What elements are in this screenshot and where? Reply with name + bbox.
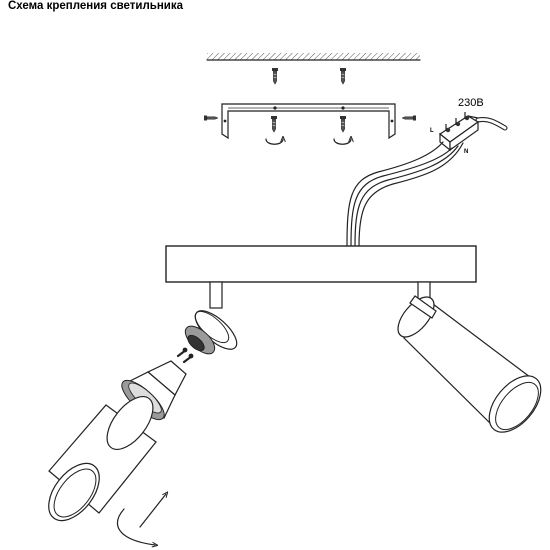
fixture-bar	[165, 245, 477, 283]
lamp-socket	[184, 310, 238, 355]
diagram-title: Схема крепления светильника	[8, 0, 183, 12]
spotlight-head	[397, 295, 542, 433]
screw-icon	[339, 115, 347, 133]
insert-arrow-icon	[139, 494, 166, 528]
screw-icon	[203, 115, 219, 121]
screw-icon	[271, 67, 279, 85]
voltage-label: 230В	[458, 97, 484, 109]
terminal-block	[438, 112, 480, 152]
screw-icon	[401, 115, 417, 121]
screw-icon	[270, 115, 278, 133]
live-wire-label: L	[430, 128, 434, 134]
rotate-arrow-icon	[265, 139, 283, 145]
neutral-wire-label: N	[464, 149, 469, 155]
mounting-bracket	[221, 103, 396, 140]
left-stem	[209, 281, 223, 309]
rotate-arrow-icon	[116, 508, 155, 545]
fixture-wires	[346, 141, 464, 247]
ceiling-hatch	[206, 53, 421, 61]
spotlight-head	[48, 396, 157, 522]
screw-icon	[339, 67, 347, 85]
rotate-arrow-icon	[333, 139, 351, 145]
bulb-pins	[176, 347, 194, 364]
